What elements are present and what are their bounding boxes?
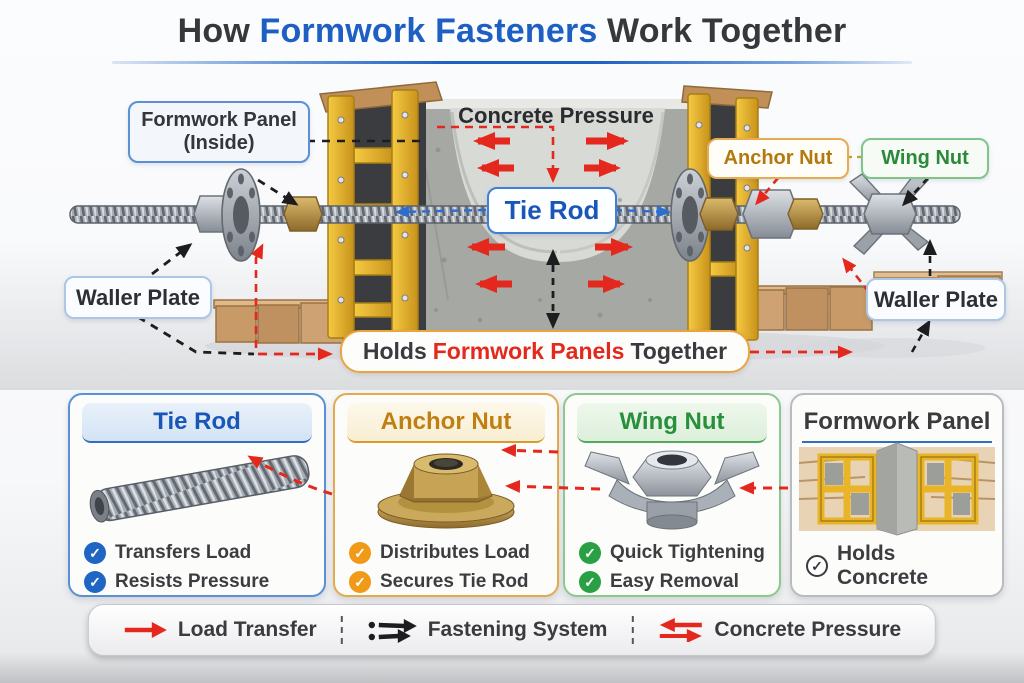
card-wing-nut: Wing Nut ✓Quick Tightening ✓Easy R [563, 393, 781, 597]
check-icon: ✓ [349, 542, 371, 564]
legend-fastening-system: Fastening System [367, 617, 608, 643]
legend-bar: Load Transfer Fastening System Concrete [87, 604, 937, 656]
anchor-nut-image [335, 443, 557, 535]
legend-label: Fastening System [427, 618, 608, 641]
title-highlight: Formwork Fasteners [259, 12, 598, 50]
bullet-text: Distributes Load [380, 542, 530, 563]
tie-rod-label: Tie Rod [487, 187, 617, 234]
wing-nut-image [565, 443, 779, 535]
bullet-quick-tightening: ✓ Quick Tightening [579, 542, 765, 564]
check-icon: ✓ [579, 542, 601, 564]
card-formwork-panel: Formwork Panel ✓ Holds Concrete [790, 393, 1004, 597]
bullet-distributes-load: ✓ Distributes Load [349, 542, 543, 564]
legend-label: Load Transfer [177, 618, 317, 641]
formwork-panel-illustration [799, 442, 995, 536]
bullet-text: Resists Pressure [115, 571, 270, 592]
anchor-nut-illustration [377, 453, 515, 529]
banner-suffix: Together [630, 338, 728, 364]
anchor-nut-left-graphic [283, 196, 323, 232]
card-anchor-nut-title: Anchor Nut [347, 403, 545, 443]
formwork-panel-inside-line2: (Inside) [183, 132, 255, 154]
formwork-panel-inside-label: Formwork Panel (Inside) [128, 101, 310, 163]
wing-nut-illustration [584, 450, 760, 530]
title-suffix: Work Together [607, 12, 847, 50]
check-icon: ✓ [349, 571, 371, 593]
bullet-text: Transfers Load [115, 542, 252, 563]
bottom-shadow [0, 652, 1024, 683]
title-prefix: How [177, 12, 250, 50]
banner-prefix: Holds [362, 338, 427, 364]
legend-load-transfer: Load Transfer [123, 618, 317, 642]
anchor-nut-label: Anchor Nut [707, 138, 849, 179]
tie-rod-illustration [89, 455, 310, 523]
title-underline [112, 61, 912, 64]
check-icon: ✓ [579, 571, 601, 593]
card-anchor-nut: Anchor Nut ✓Distribute [333, 393, 559, 597]
black-dashed-arrows-icon [368, 619, 417, 643]
tie-rod-image [70, 443, 324, 535]
check-icon: ✓ [806, 555, 828, 577]
bullet-text: Holds Concrete [837, 542, 929, 589]
wing-nut-label: Wing Nut [861, 138, 989, 179]
anchor-nut-right-graphic [699, 197, 739, 231]
red-opposing-arrows-icon [659, 618, 702, 642]
red-arrow-icon [124, 622, 167, 638]
waller-plate-right-label: Waller Plate [866, 278, 1006, 321]
formwork-panel-inside-line1: Formwork Panel [141, 109, 297, 131]
bullet-easy-removal: ✓ Easy Removal [579, 571, 765, 593]
concrete-pressure-label: Concrete Pressure [458, 103, 654, 128]
hex-nut-right-graphic [742, 189, 824, 239]
legend-concrete-pressure: Concrete Pressure [657, 618, 901, 642]
check-icon: ✓ [84, 571, 106, 593]
bullet-text: Quick Tightening [610, 542, 765, 563]
card-formwork-panel-title: Formwork Panel [802, 403, 992, 443]
check-icon: ✓ [84, 542, 106, 564]
bullet-text: Easy Removal [610, 571, 739, 592]
card-tie-rod-title: Tie Rod [82, 403, 312, 443]
bullet-secures-tie-rod: ✓ Secures Tie Rod [349, 571, 543, 593]
card-tie-rod: Tie Rod ✓Transfers Load ✓Resi [68, 393, 326, 597]
card-wing-nut-title: Wing Nut [577, 403, 767, 443]
bullet-transfers-load: ✓ Transfers Load [84, 542, 310, 564]
legend-label: Concrete Pressure [714, 618, 902, 641]
banner-highlight: Formwork Panels [432, 338, 625, 364]
bullet-resists-pressure: ✓ Resists Pressure [84, 571, 310, 593]
waller-plate-left-label: Waller Plate [64, 276, 212, 319]
bullet-text: Secures Tie Rod [380, 571, 529, 592]
formwork-panel-image [792, 442, 1002, 536]
legend-divider [631, 616, 634, 644]
bullet-holds-concrete: ✓ Holds Concrete [806, 542, 988, 590]
legend-divider [340, 616, 343, 644]
hex-nut-left-graphic [193, 195, 233, 233]
